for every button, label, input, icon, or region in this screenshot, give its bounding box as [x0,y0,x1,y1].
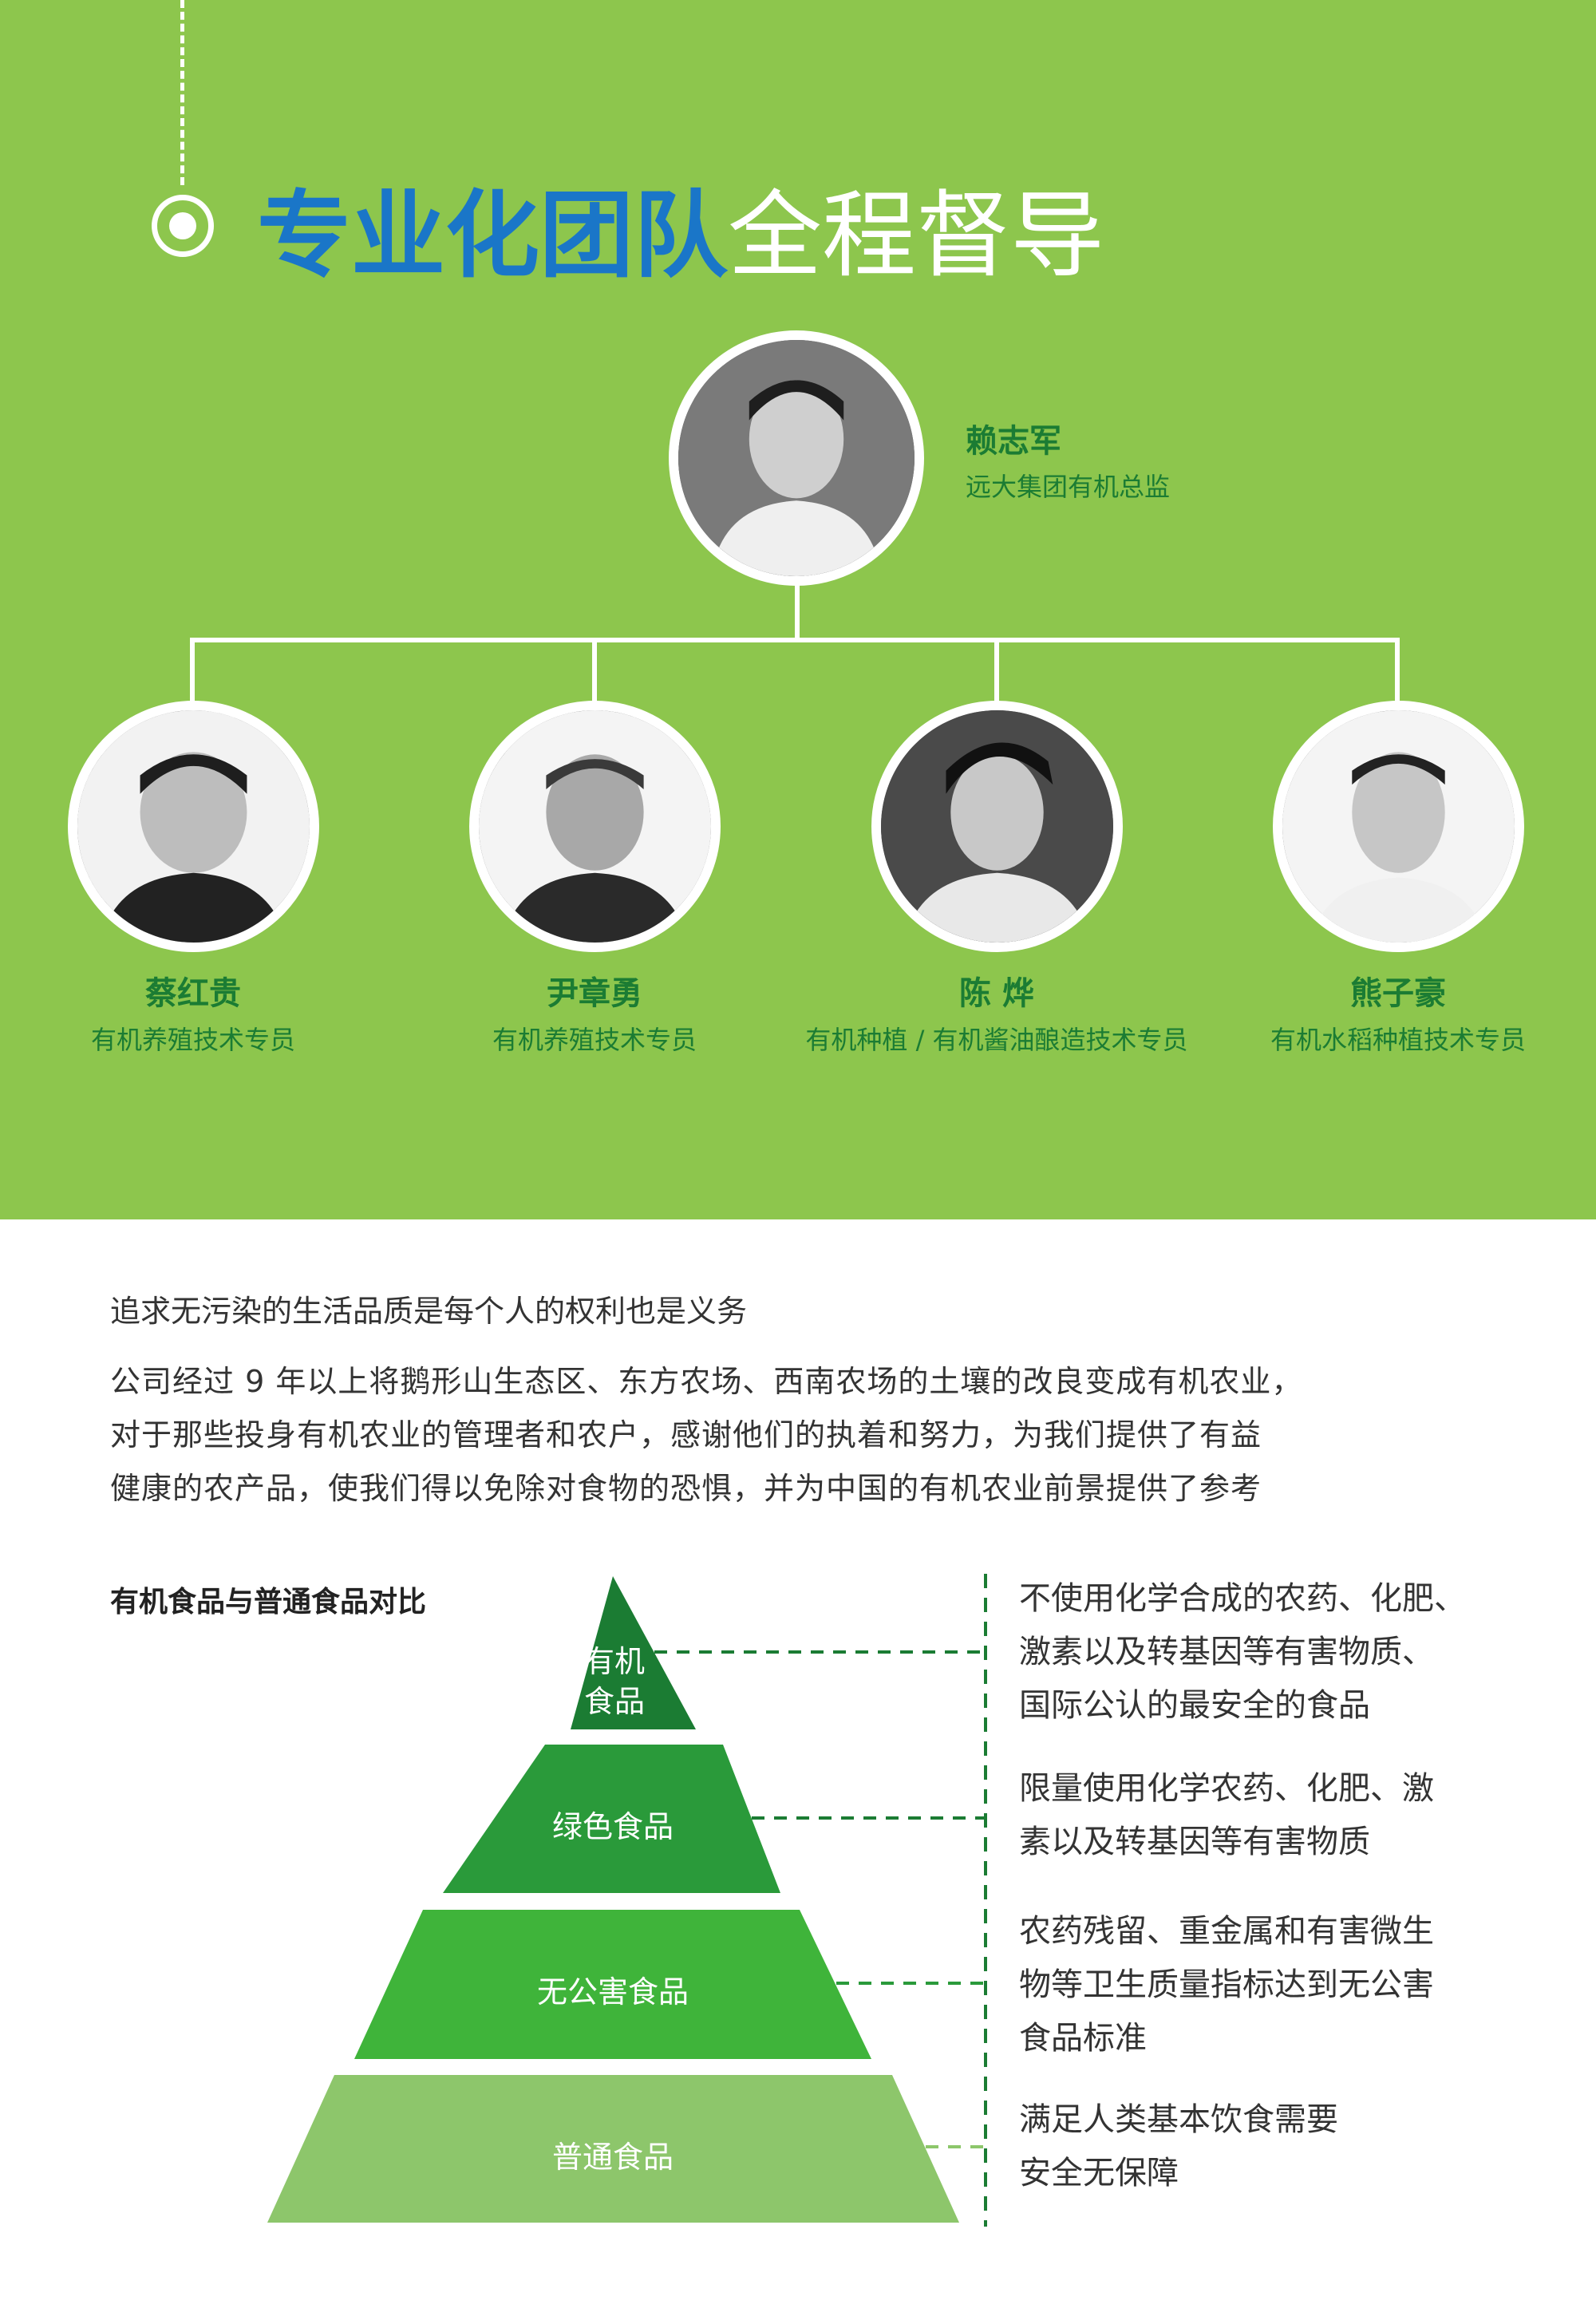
tier-description-pollution-free: 农药残留、重金属和有害微生 物等卫生质量指标达到无公害 食品标准 [1019,1905,1538,2065]
slogan: 追求无污染的生活品质是每个人的权利也是义务 [110,1294,748,1329]
connector-horizontal [190,638,1400,642]
description-line: 不使用化学合成的农药、化肥、 [1019,1580,1466,1617]
intro-paragraph: 公司经过 9 年以上将鹅形山生态区、东方农场、西南农场的土壤的改良变成有机农业，… [110,1355,1515,1516]
pyramid-tier-green [443,1745,780,1893]
connector-leader-vertical [795,575,800,640]
tier-label-line: 有机 [583,1644,645,1679]
tier-label-organic: 有机 食品 [559,1642,670,1721]
decorative-dashed-line [180,0,184,185]
member-role: 有机种植 / 有机酱油酿造技术专员 [805,1025,1188,1055]
intro-line: 健康的农产品，使我们得以免除对食物的恐惧，并为中国的有机农业前景提供了参考 [110,1471,1262,1506]
description-line: 满足人类基本饮食需要 [1019,2101,1338,2138]
description-line: 国际公认的最安全的食品 [1019,1687,1370,1724]
connector-member-1 [190,638,195,702]
portrait-silhouette-icon [678,340,915,576]
member-role: 有机养殖技术专员 [90,1025,295,1055]
description-line: 安全无保障 [1019,2155,1179,2191]
member-name: 尹章勇 [547,975,642,1012]
intro-line: 对于那些投身有机农业的管理者和农户，感谢他们的执着和努力，为我们提供了有益 [110,1417,1262,1452]
tier-description-ordinary: 满足人类基本饮食需要 安全无保障 [1019,2093,1538,2200]
intro-line: 公司经过 9 年以上将鹅形山生态区、东方农场、西南农场的土壤的改良变成有机农业， [110,1364,1303,1399]
member-role: 有机养殖技术专员 [492,1025,697,1055]
description-line: 食品标准 [1019,2020,1147,2057]
title-light: 全程督导 [728,180,1105,290]
pyramid-tier-ordinary [267,2075,959,2223]
portrait-silhouette-icon [881,710,1113,943]
connector-member-3 [994,638,999,702]
pyramid-tier-organic [571,1576,696,1729]
description-line: 物等卫生质量指标达到无公害 [1019,1966,1434,2003]
description-line: 素以及转基因等有害物质 [1019,1824,1370,1860]
title-strong: 专业化团队 [257,180,729,290]
member-role: 有机水稻种植技术专员 [1270,1025,1526,1055]
portrait-silhouette-icon [77,710,310,943]
description-line: 限量使用化学农药、化肥、激 [1019,1770,1434,1807]
tier-description-organic: 不使用化学合成的农药、化肥、 激素以及转基因等有害物质、 国际公认的最安全的食品 [1019,1572,1538,1733]
leader-name: 赖志军 [966,423,1061,460]
member-avatar [871,701,1123,952]
tier-description-green: 限量使用化学农药、化肥、激 素以及转基因等有害物质 [1019,1762,1538,1869]
comparison-title: 有机食品与普通食品对比 [110,1586,427,1618]
portrait-silhouette-icon [479,710,711,943]
description-line: 农药残留、重金属和有害微生 [1019,1913,1434,1950]
connector-member-4 [1395,638,1400,702]
tier-label-pollution-free: 无公害食品 [536,1974,689,2010]
portrait-silhouette-icon [1282,710,1515,943]
member-name: 蔡红贵 [145,975,241,1012]
target-icon [152,195,214,257]
member-name: 熊子豪 [1350,975,1446,1012]
connector-member-2 [592,638,597,702]
page-title: 专业化团队全程督导 [257,180,1104,291]
tier-label-green: 绿色食品 [551,1809,674,1844]
leader-title: 远大集团有机总监 [966,472,1171,502]
tier-label-ordinary: 普通食品 [551,2140,674,2175]
member-name: 陈 烨 [959,975,1034,1012]
member-avatar [1273,701,1524,952]
pyramid-tier-pollution-free [354,1910,871,2059]
description-line: 激素以及转基因等有害物质、 [1019,1634,1434,1670]
tier-label-line: 食品 [583,1684,645,1719]
